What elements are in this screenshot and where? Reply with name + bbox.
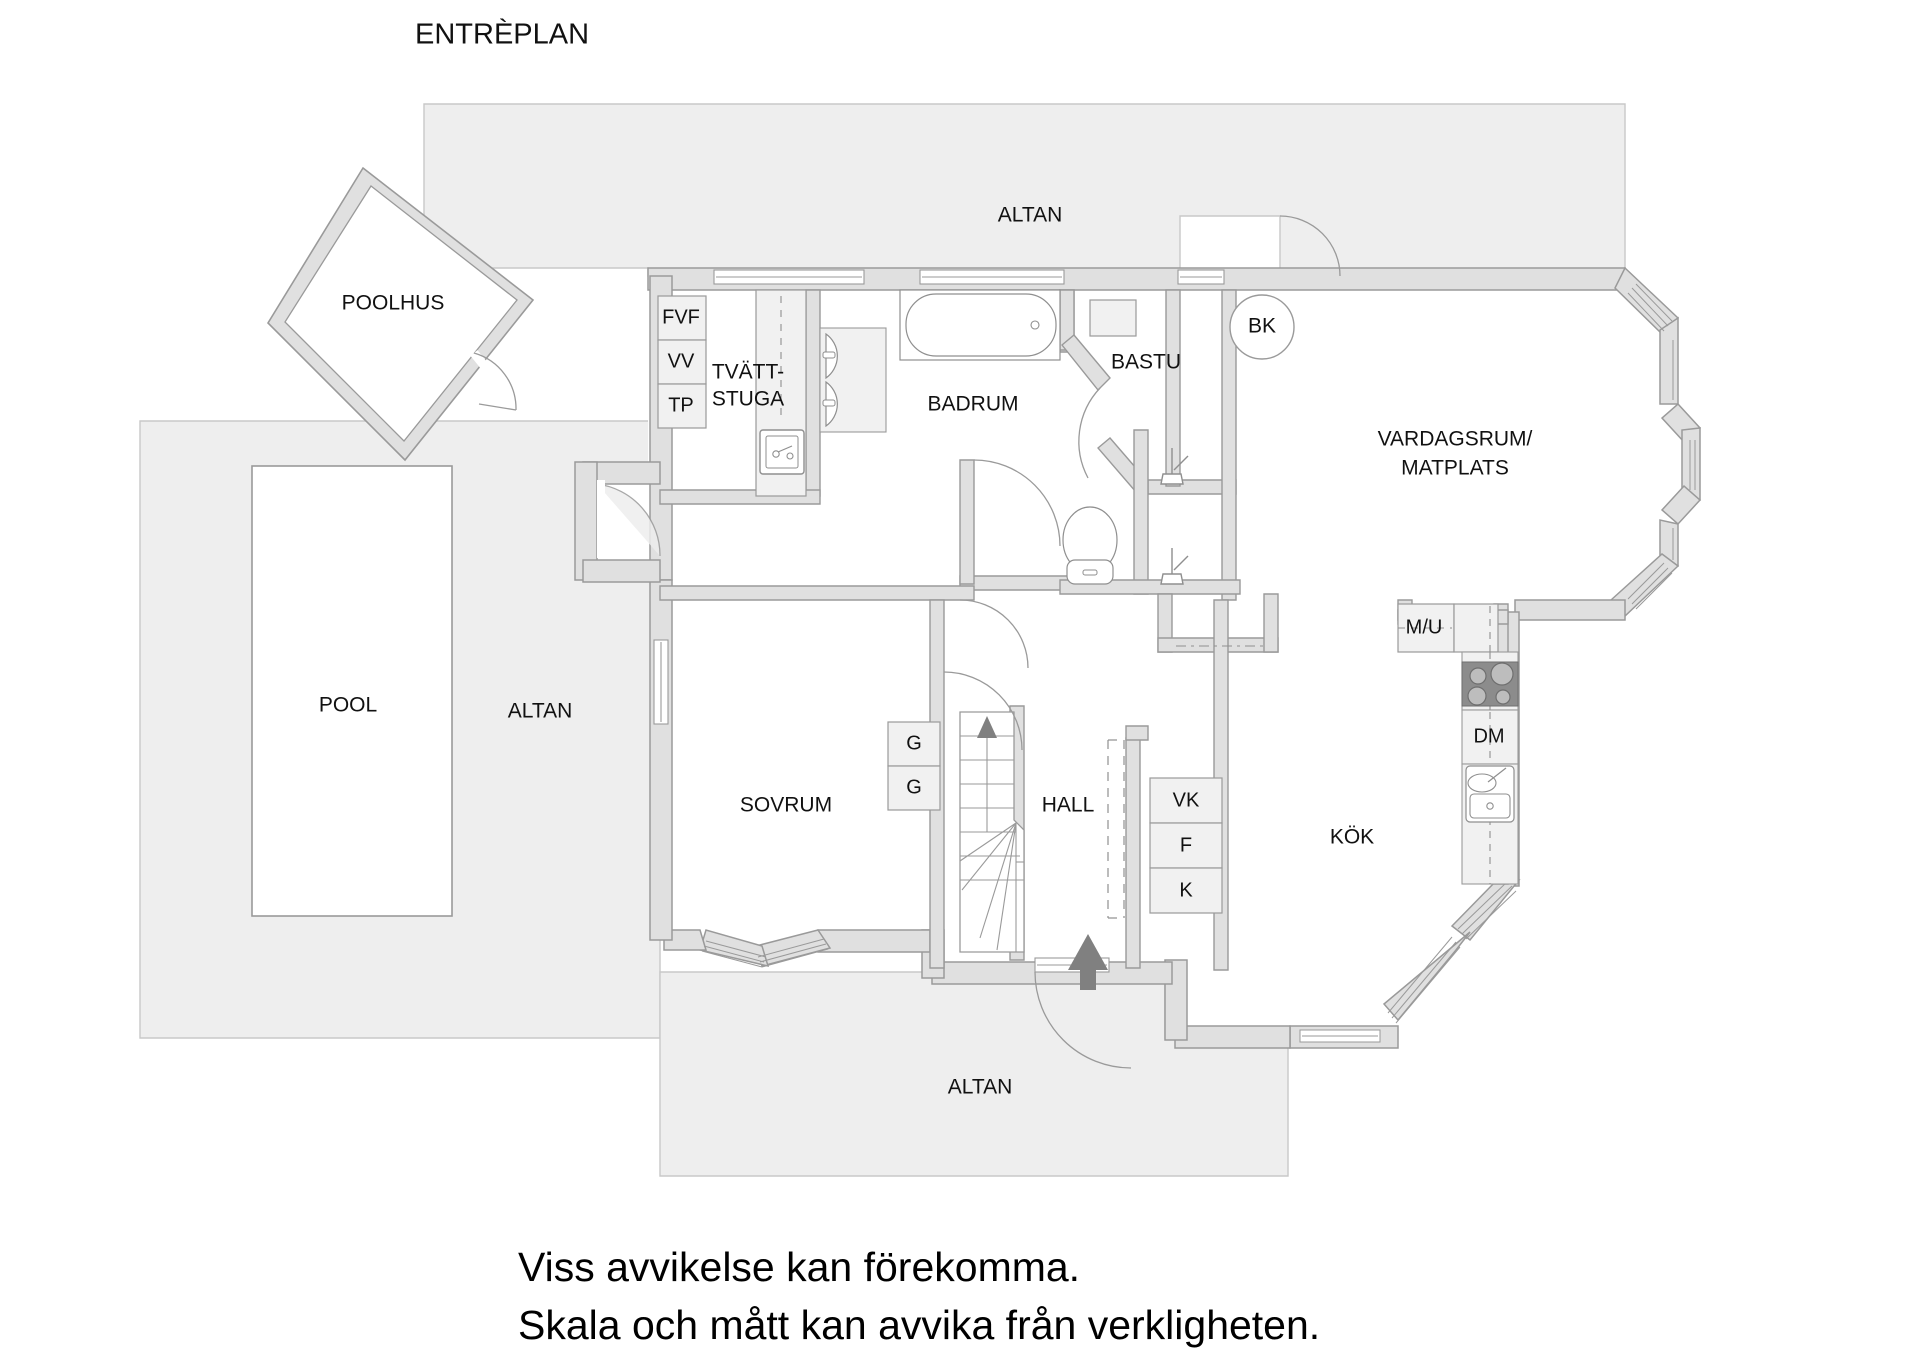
- door-entry-left: [596, 480, 661, 558]
- cabinet-vv-box: [657, 339, 707, 385]
- entrance: [1034, 934, 1132, 1069]
- cabinet-g1-box: [887, 721, 941, 767]
- pool-basin: [251, 465, 453, 917]
- label-f: F: [1180, 834, 1192, 856]
- label-altan-left: ALTAN: [508, 700, 573, 723]
- cabinet-tp-box: [657, 383, 707, 429]
- house-interior: [583, 276, 1700, 1038]
- closet-sliding-dashed: [1107, 739, 1125, 919]
- label-tp: TP: [668, 394, 694, 416]
- laundry-column: [755, 289, 807, 497]
- label-altan-top: ALTAN: [998, 204, 1063, 227]
- door-deck-top: [1279, 215, 1341, 277]
- bk-circle: [1229, 294, 1295, 360]
- label-altan-bottom: ALTAN: [948, 1076, 1013, 1099]
- cabinet-labels: FVF VV TP G G VK F K M/U DM: [662, 306, 1504, 901]
- room-labels: ALTAN ALTAN ALTAN POOLHUS POOL BADRUM BA…: [319, 204, 1533, 1099]
- bathtub: [905, 293, 1057, 357]
- label-k: K: [1179, 879, 1193, 901]
- bathroom-fixtures: [819, 289, 1295, 647]
- door-swings-hall: [943, 599, 1029, 751]
- disclaimer-line-1: Viss avvikelse kan förekomma.: [518, 1244, 1080, 1290]
- label-tvattstuga-line2: STUGA: [712, 388, 784, 411]
- cabinet-vk-box: [1149, 777, 1223, 824]
- label-vv: VV: [668, 350, 695, 372]
- sauna-bench: [1089, 299, 1137, 337]
- label-vardagsrum-line2: MATPLATS: [1401, 457, 1509, 480]
- label-kok: KÖK: [1330, 826, 1374, 849]
- page-title: ENTRÈPLAN: [415, 18, 589, 51]
- door-badrum: [973, 459, 1061, 547]
- label-hall: HALL: [1042, 794, 1095, 817]
- door-sovrum: [943, 671, 1023, 751]
- label-badrum: BADRUM: [927, 393, 1018, 416]
- label-poolhus: POOLHUS: [342, 292, 445, 315]
- label-fvf: FVF: [662, 306, 700, 328]
- staircase: [959, 711, 1025, 953]
- label-tvattstuga-line1: TVÄTT-: [712, 361, 784, 384]
- door-hall-north: [959, 599, 1029, 669]
- stair-up-arrow: [977, 716, 997, 738]
- label-sovrum: SOVRUM: [740, 794, 832, 817]
- door-bastu: [1078, 387, 1101, 479]
- deck-top: [423, 103, 1626, 277]
- label-bastu: BASTU: [1111, 351, 1181, 374]
- label-vk: VK: [1173, 789, 1200, 811]
- door-entrance: [1034, 971, 1132, 1069]
- label-pool: POOL: [319, 694, 377, 717]
- cabinet-g2-box: [887, 765, 941, 811]
- entrance-arrow-shaft: [1080, 968, 1096, 990]
- label-dm: DM: [1473, 725, 1504, 747]
- label-g2: G: [906, 776, 922, 798]
- entrance-arrow-head: [1068, 934, 1108, 970]
- label-g1: G: [906, 732, 922, 754]
- counter-upper: [1453, 603, 1499, 653]
- label-bk: BK: [1248, 315, 1276, 338]
- cabinet-f-box: [1149, 822, 1223, 869]
- label-mu: M/U: [1406, 616, 1443, 638]
- cabinet-boxes: [657, 295, 1519, 914]
- disclaimer-line-2: Skala och mått kan avvika från verklighe…: [518, 1302, 1320, 1348]
- label-vardagsrum-line1: VARDAGSRUM/: [1378, 428, 1533, 451]
- poolhus: [266, 166, 535, 462]
- cabinet-fvf-box: [657, 295, 707, 341]
- cabinet-k-box: [1149, 867, 1223, 914]
